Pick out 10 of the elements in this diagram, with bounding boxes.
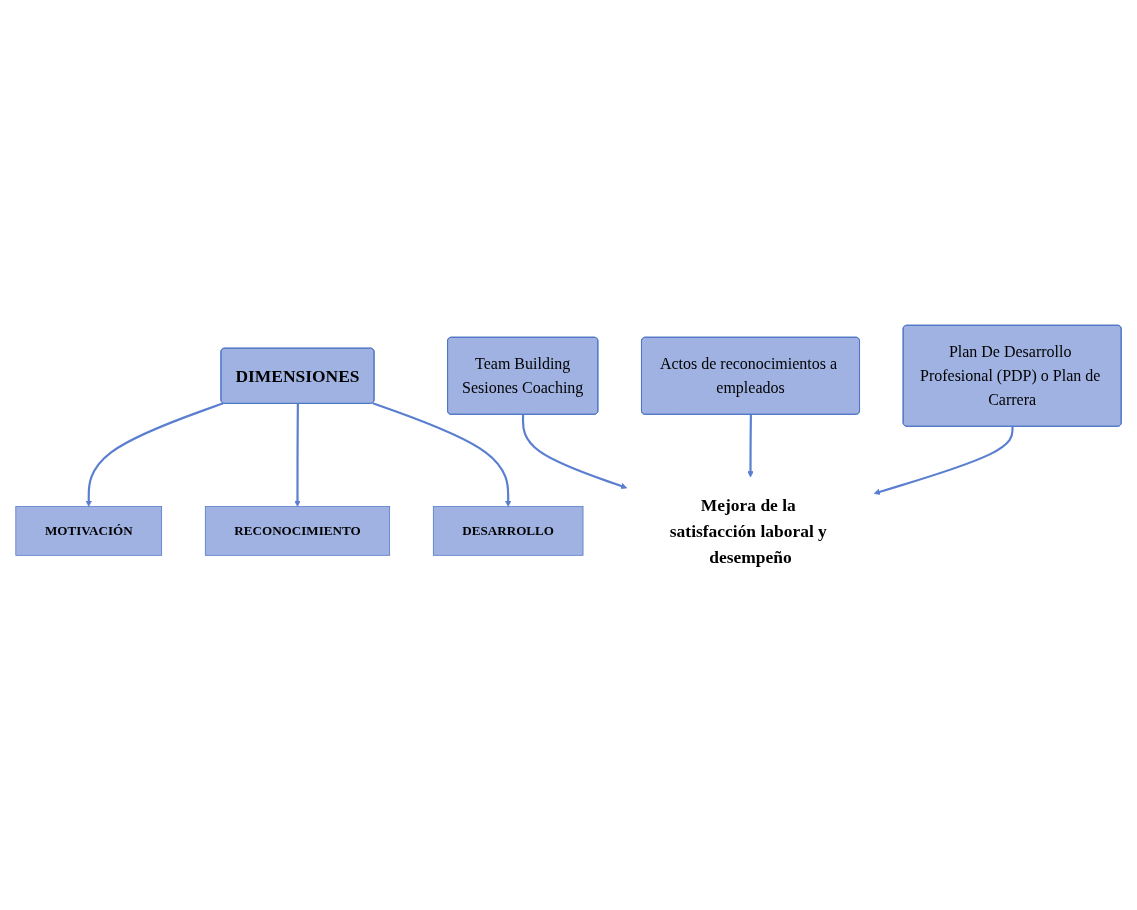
node-box: DESARROLLO <box>432 506 584 556</box>
node-text: Mejora de la satisfacción laboral y desempeño <box>669 495 827 567</box>
arrow <box>85 402 224 507</box>
arrow <box>294 403 301 507</box>
arrow <box>372 402 512 507</box>
arrow <box>873 426 1014 495</box>
arrow <box>747 414 754 478</box>
arrow <box>521 414 628 490</box>
node-box: MOTIVACIÓN <box>15 506 163 556</box>
node-box: RECONOCIMIENTO <box>204 506 391 556</box>
